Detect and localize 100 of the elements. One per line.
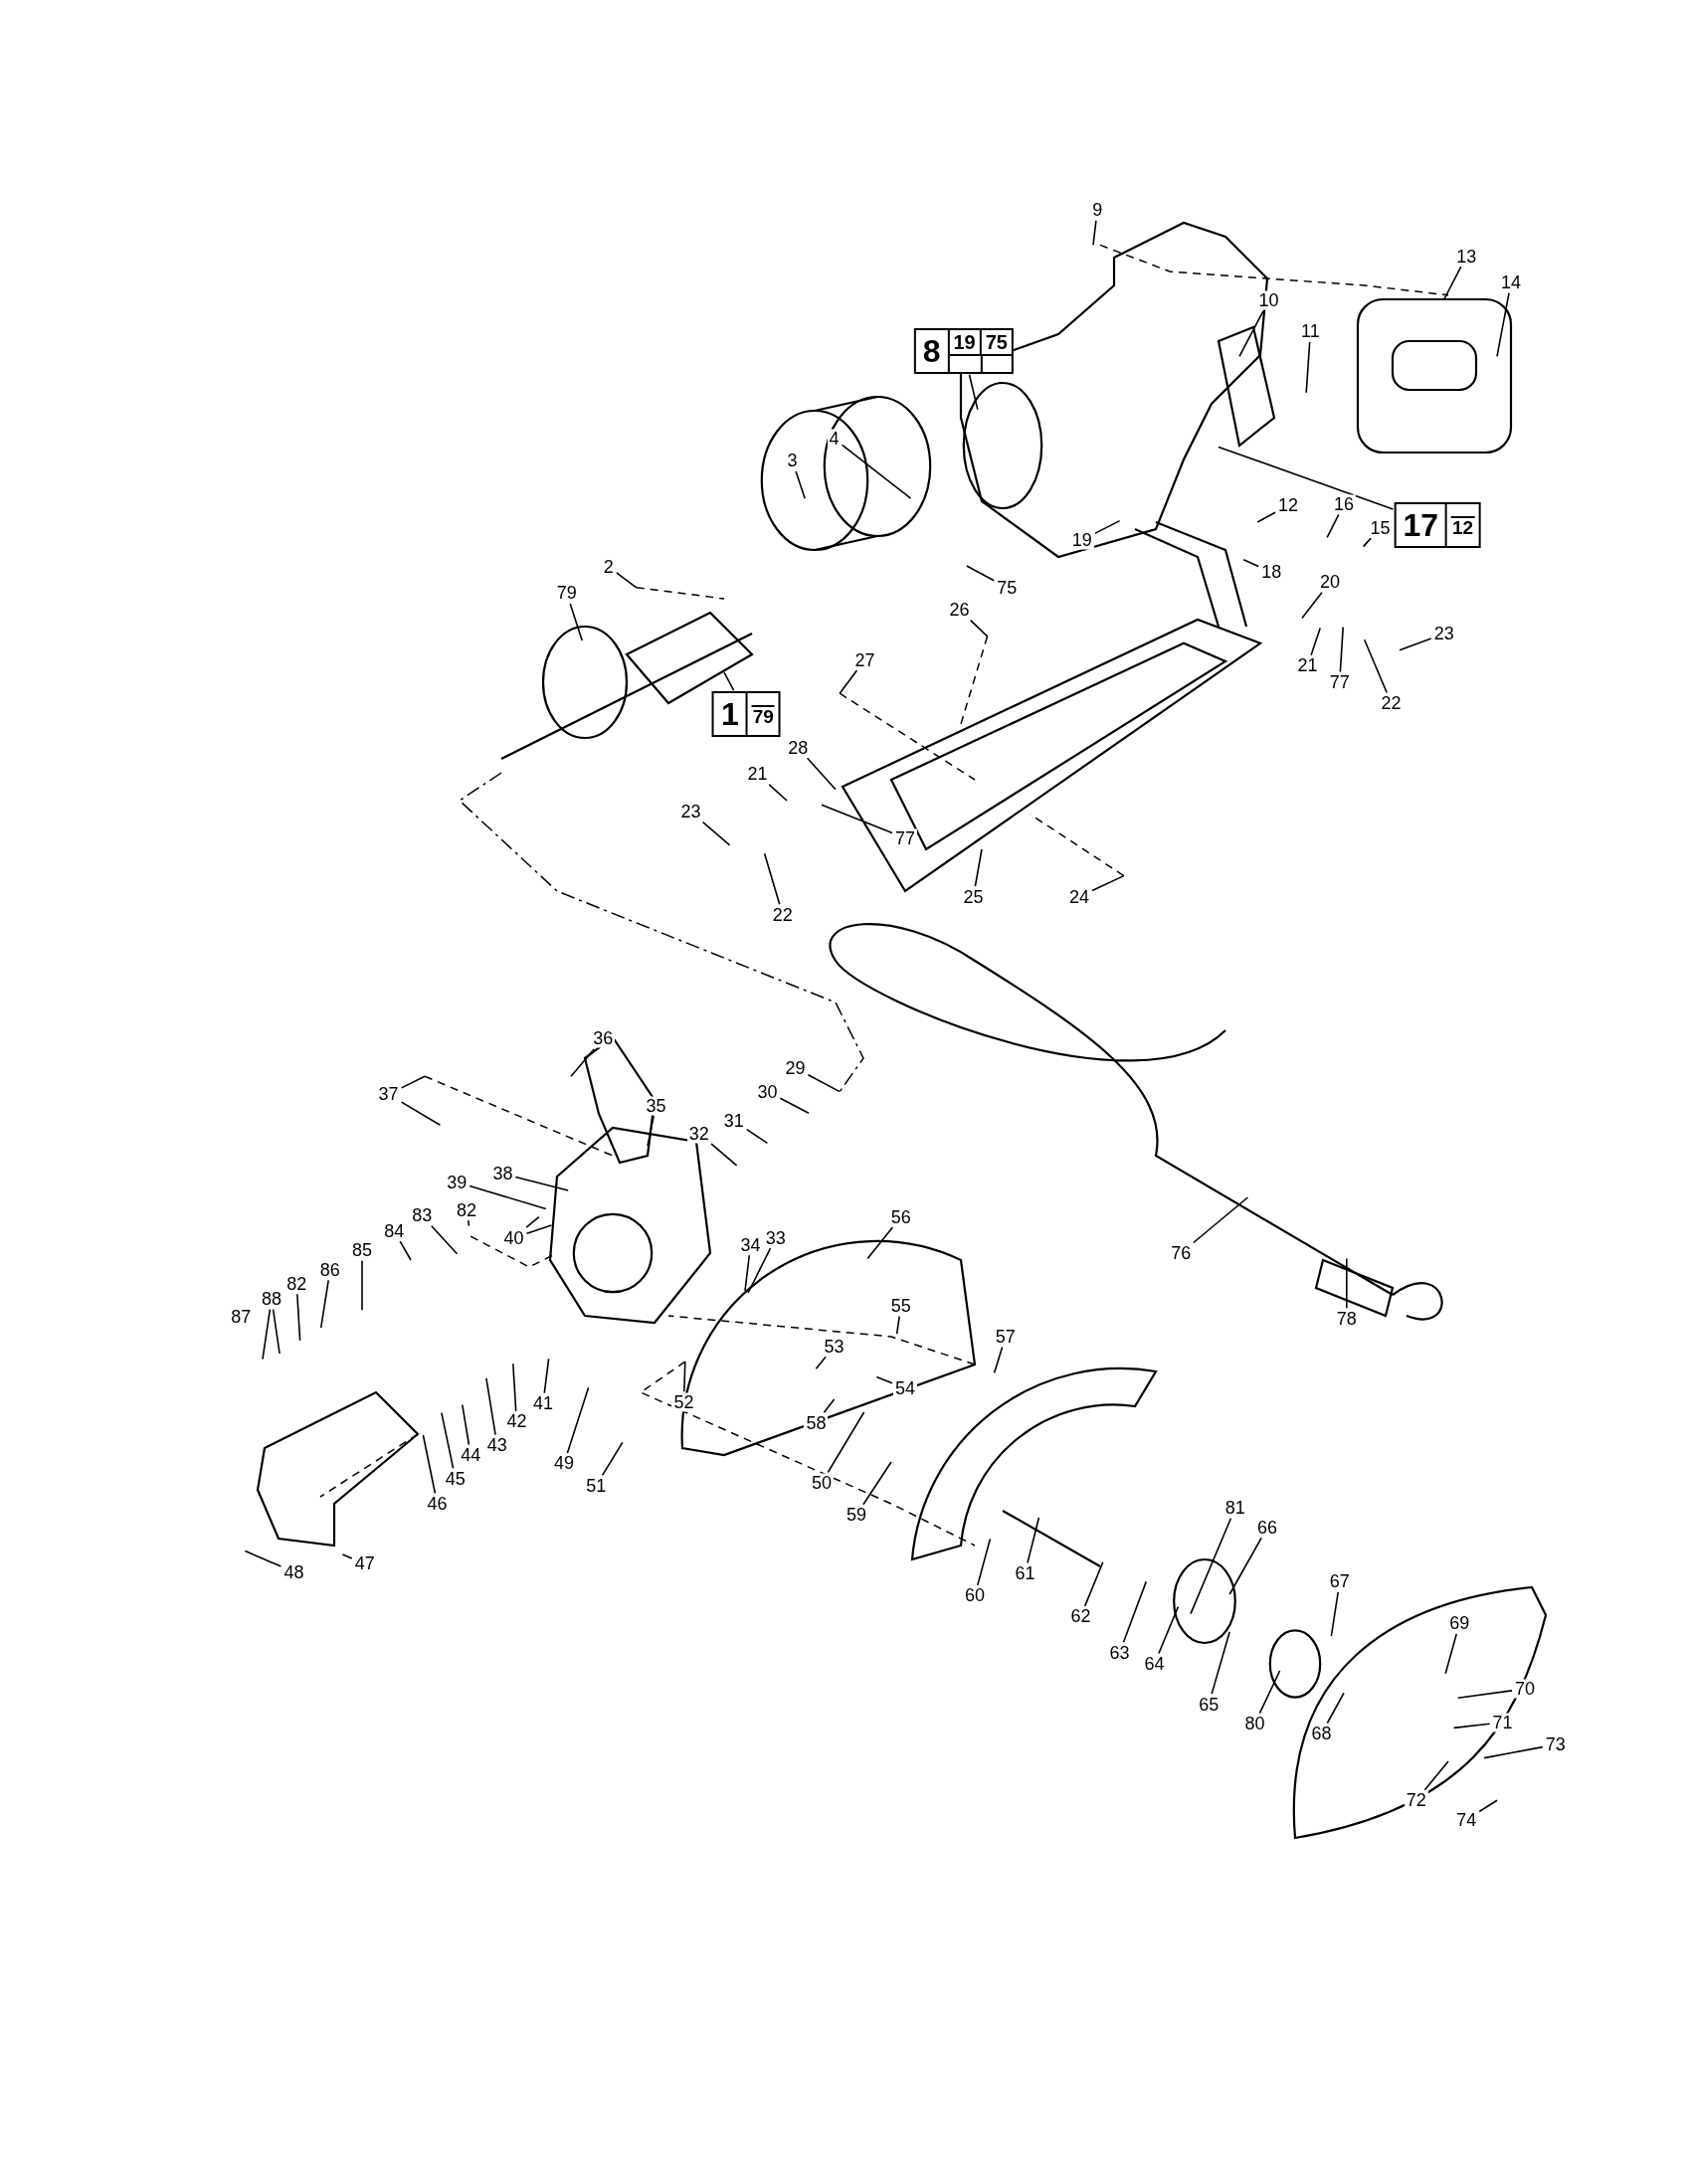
callout-number: 12 — [1451, 515, 1475, 537]
leader-line — [361, 1259, 363, 1312]
leader-line — [1092, 220, 1097, 247]
leader-line — [570, 1048, 595, 1077]
leader-line — [1444, 1633, 1458, 1675]
leader-line — [1258, 1670, 1281, 1715]
callout-number: 71 — [1490, 1713, 1515, 1732]
leader-line — [601, 1441, 624, 1477]
leader-line — [319, 1279, 329, 1329]
leader-line — [795, 470, 806, 499]
leader-line — [815, 1356, 827, 1369]
leader-line — [1242, 559, 1259, 568]
leader-line — [647, 1115, 655, 1147]
leader-line — [977, 1538, 992, 1586]
leader-line — [1158, 1605, 1180, 1655]
leader-line — [1326, 513, 1340, 539]
leader-line — [1094, 519, 1121, 535]
leader-line — [469, 1184, 547, 1210]
leader-line — [1228, 1537, 1262, 1595]
callout-number: 10 — [1256, 290, 1281, 310]
leader-line — [1483, 1745, 1544, 1759]
leader-line — [866, 1226, 894, 1260]
leader-line — [1346, 1257, 1348, 1310]
leader-line — [512, 1363, 517, 1412]
leader-line — [974, 848, 983, 887]
leader-line — [272, 1308, 281, 1355]
leader-line — [768, 784, 788, 802]
leader-line — [1330, 1591, 1339, 1637]
leader-line — [744, 1254, 751, 1292]
leader-line — [966, 565, 995, 582]
leader-line — [747, 1247, 772, 1294]
leader-line — [422, 1434, 437, 1495]
reference-box — [913, 327, 1014, 374]
callout-number: 35 — [644, 1096, 668, 1116]
leader-line — [779, 1097, 810, 1114]
leader-line — [1083, 1561, 1104, 1607]
leader-line — [683, 1361, 686, 1393]
leader-line — [525, 1224, 553, 1235]
leader-line — [1301, 591, 1323, 620]
callout-number: 52 — [671, 1392, 696, 1412]
leader-line — [1218, 446, 1395, 510]
leader-line — [1452, 1723, 1491, 1729]
leader-line — [467, 1219, 470, 1227]
callout-number: 32 — [686, 1124, 711, 1144]
callout-number: 54 — [893, 1378, 917, 1398]
callout-number: 75 — [979, 329, 1012, 354]
callout-number: 79 — [751, 705, 775, 727]
leader-line — [1238, 310, 1264, 358]
leader-line — [746, 1128, 769, 1145]
leader-line — [763, 852, 781, 906]
leader-line — [1423, 1760, 1449, 1791]
leader-line — [462, 1403, 470, 1446]
leader-line — [244, 1549, 282, 1567]
leader-line — [969, 619, 989, 637]
leader-line — [400, 1101, 442, 1126]
callout-number: 70 — [1513, 1679, 1537, 1699]
leader-line — [1443, 266, 1462, 300]
leader-line — [701, 820, 731, 846]
callout-number: 4 — [827, 429, 842, 449]
leader-line — [839, 669, 858, 694]
callout-number: 1 — [719, 695, 740, 735]
leader-line — [1399, 637, 1432, 651]
leader-line — [1478, 1799, 1498, 1813]
leader-line — [862, 1461, 892, 1506]
leader-line — [841, 444, 912, 499]
leader-line — [710, 1143, 738, 1167]
leader-line — [1027, 1517, 1040, 1564]
leader-line — [514, 1176, 569, 1191]
leader-line — [1456, 1690, 1513, 1700]
leader-line — [1362, 537, 1372, 548]
leader-line — [827, 1411, 865, 1474]
leader-line — [806, 757, 837, 791]
leader-line — [616, 572, 638, 589]
callout-number: 36 — [591, 1028, 616, 1048]
leader-line — [875, 1375, 893, 1384]
leader-line — [1122, 1580, 1147, 1644]
leader-line — [1305, 340, 1311, 394]
leader-line — [1310, 627, 1321, 656]
leader-line — [1326, 1692, 1345, 1725]
leader-line — [441, 1411, 455, 1470]
leader-line — [1211, 1631, 1230, 1695]
leader-line — [262, 1308, 272, 1361]
leader-line — [543, 1358, 550, 1394]
callout-number: 72 — [1404, 1790, 1428, 1810]
leader-line — [895, 1315, 900, 1335]
leader-line — [993, 1346, 1004, 1374]
callout-number: 17 — [1402, 505, 1439, 545]
leader-line — [807, 1073, 841, 1093]
reference-box — [711, 691, 781, 738]
reference-box — [1394, 501, 1481, 548]
leader-line — [1363, 638, 1388, 694]
callout-number: 8 — [921, 331, 942, 371]
leader-line — [1091, 874, 1125, 892]
leader-line — [431, 1224, 459, 1255]
leader-line — [821, 804, 893, 834]
callout-number: 19 — [952, 329, 977, 354]
leader-line — [569, 603, 583, 641]
leader-line — [566, 1386, 590, 1454]
leader-line — [823, 1398, 836, 1414]
leader-line — [1193, 1196, 1249, 1244]
